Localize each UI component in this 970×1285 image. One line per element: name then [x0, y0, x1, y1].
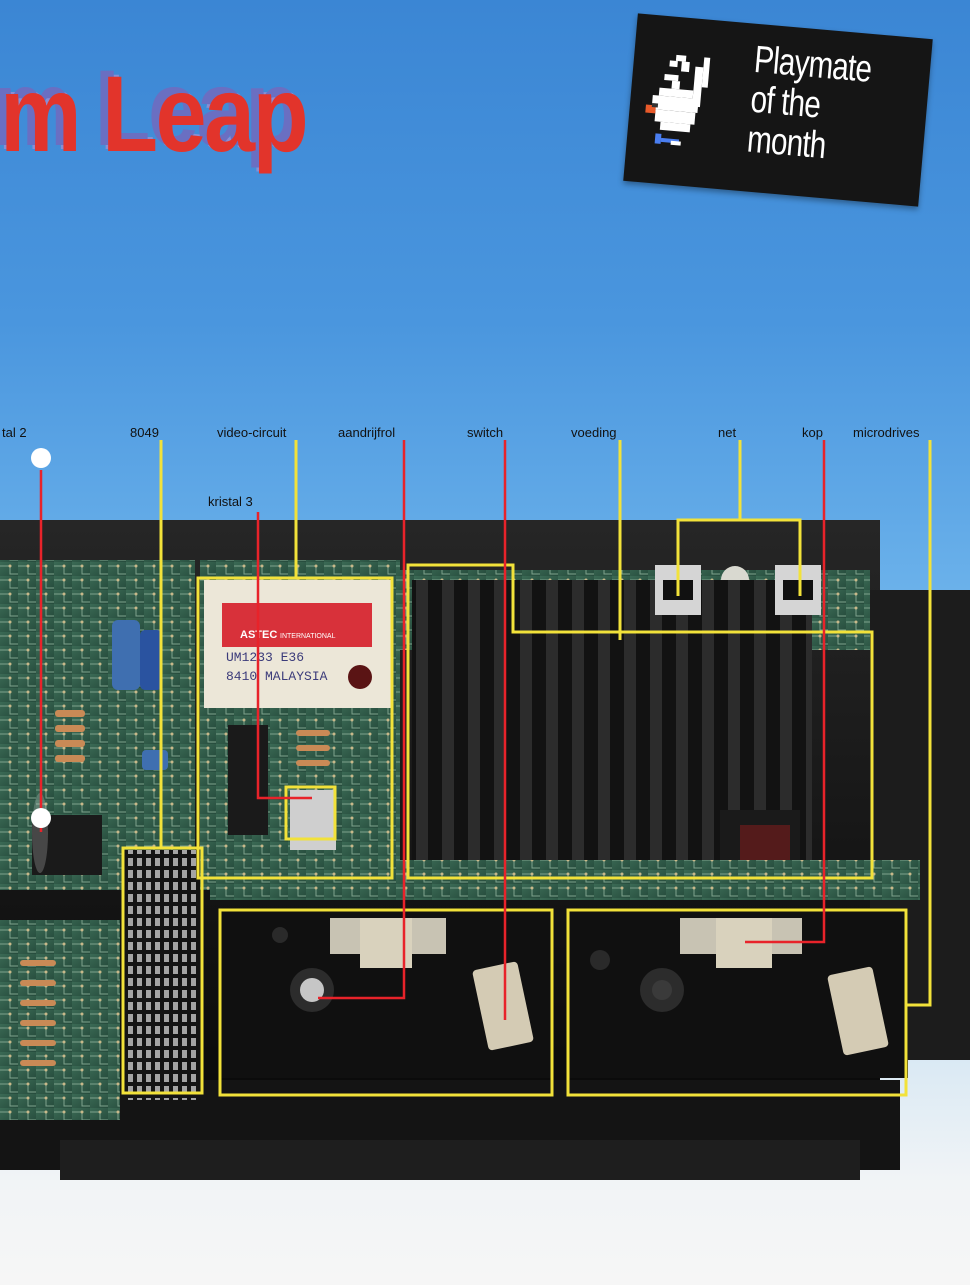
astec-international-text: INTERNATIONAL: [280, 633, 336, 640]
astec-logo-text: ASTEC: [240, 629, 277, 641]
label-net: net: [718, 425, 737, 440]
label-switch: switch: [467, 425, 504, 440]
label-voeding: voeding: [571, 425, 617, 440]
label-aandrijfrol: aandrijfrol: [338, 425, 396, 440]
label-video-circuit: video-circuit: [217, 425, 287, 440]
modulator-origin: 8410 MALAYSIA: [226, 669, 328, 684]
crystal-marker-top: [31, 448, 51, 468]
label-kristal-3: kristal 3: [208, 494, 253, 509]
label-kop: kop: [802, 425, 823, 440]
label-8049: 8049: [130, 425, 159, 440]
microdrive-unit-photo: ASTEC INTERNATIONAL UM1233 E36 8410 MALA…: [0, 520, 970, 1180]
label-kristal-2: tal 2: [2, 425, 27, 440]
headline-text: m Leap: [0, 53, 309, 174]
headline: m Leap: [0, 53, 309, 174]
badge-title: Playmate of the month: [745, 39, 873, 170]
label-microdrives: microdrives: [853, 425, 920, 440]
playmate-badge: Playmate of the month: [623, 13, 933, 207]
pixel-rabbit-icon: [645, 54, 711, 146]
modulator-part-number: UM1233 E36: [226, 650, 304, 665]
